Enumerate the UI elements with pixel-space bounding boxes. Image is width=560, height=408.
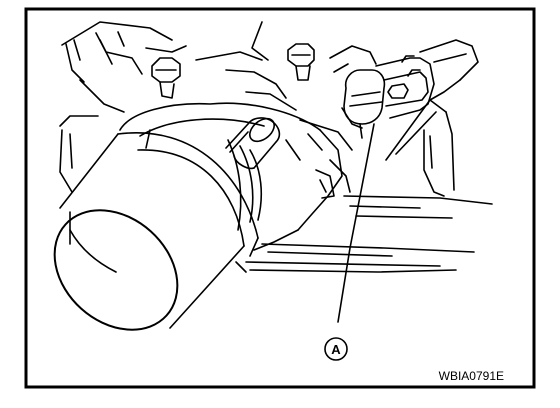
bolt-left <box>151 57 181 99</box>
oil-filter <box>53 132 259 331</box>
frame-rails <box>69 195 493 273</box>
oil-pressure-sensor <box>343 55 435 139</box>
bolt-center <box>287 43 315 81</box>
callout-leader-line <box>337 123 375 323</box>
engine-block <box>59 21 297 193</box>
bracket <box>299 39 479 197</box>
callout-a-label: A <box>331 342 341 357</box>
figure-code: WBIA0791E <box>439 369 504 383</box>
coolant-pipe <box>225 117 281 170</box>
callout-a: A <box>324 337 348 361</box>
figure-frame <box>24 7 536 389</box>
